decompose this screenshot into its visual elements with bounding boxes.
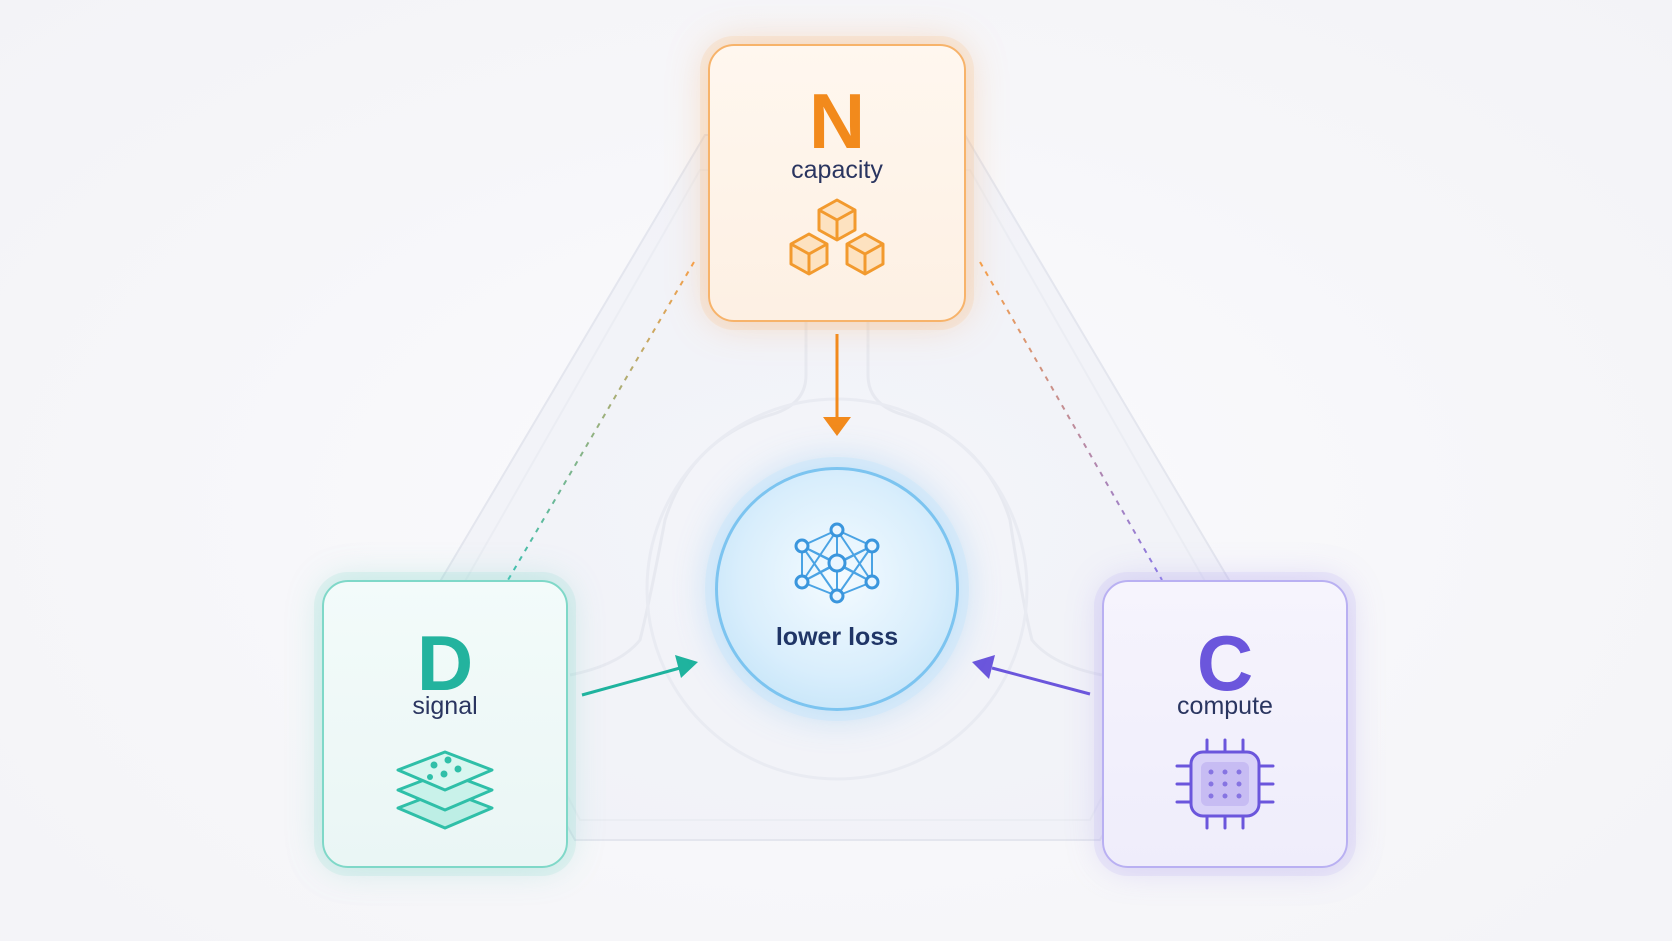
node-letter: N	[808, 77, 866, 165]
node-letter: C	[1196, 619, 1254, 707]
neural-network-icon	[794, 522, 880, 604]
arrow-capacity-to-hub	[823, 334, 851, 436]
layers-icon	[396, 750, 494, 830]
hub-label: lower loss	[775, 623, 899, 651]
arrow-compute-to-hub	[972, 655, 1091, 696]
arrow-signal-to-hub	[581, 655, 698, 697]
channel-band	[569, 322, 1103, 677]
node-letter: D	[416, 619, 474, 707]
chip-icon	[1175, 738, 1275, 830]
node-label: capacity	[791, 156, 883, 184]
node-compute: C compute	[1102, 580, 1348, 868]
node-label: compute	[1177, 692, 1273, 720]
node-label: signal	[412, 692, 478, 720]
cubes-icon	[789, 198, 885, 276]
node-signal: D signal	[322, 580, 568, 868]
hub-lower-loss: lower loss	[715, 467, 959, 711]
node-capacity: N capacity	[708, 44, 966, 322]
